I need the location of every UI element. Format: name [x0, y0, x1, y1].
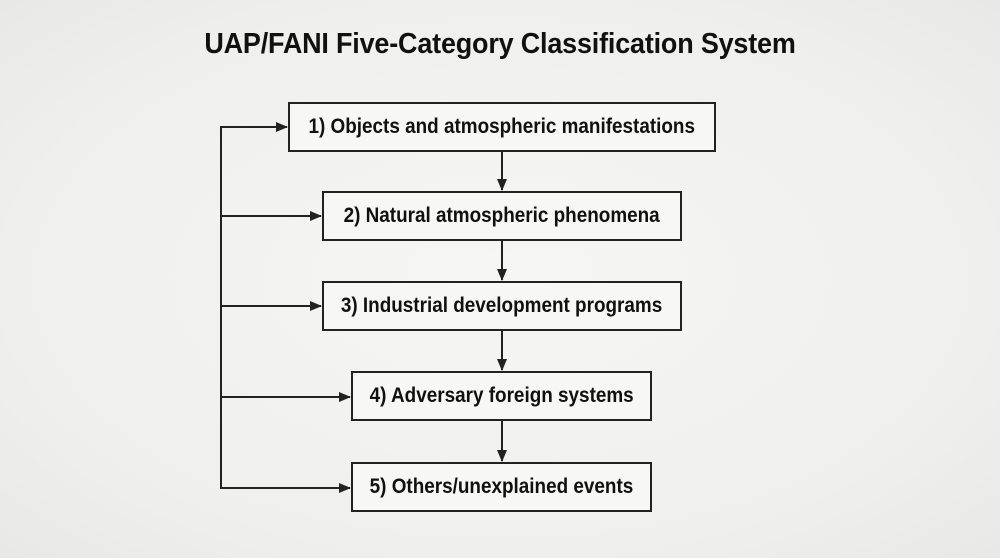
- category-label-3: 3) Industrial development programs: [341, 294, 663, 317]
- diagram-title: UAP/FANI Five-Category Classification Sy…: [204, 28, 796, 60]
- category-box-1: 1) Objects and atmospheric manifestation…: [288, 102, 716, 152]
- category-box-2: 2) Natural atmospheric phenomena: [322, 191, 682, 241]
- category-label-4: 4) Adversary foreign systems: [369, 384, 634, 407]
- category-label-5: 5) Others/unexplained events: [369, 475, 634, 498]
- category-box-3: 3) Industrial development programs: [322, 281, 682, 331]
- category-label-2: 2) Natural atmospheric phenomena: [343, 204, 661, 227]
- category-label-1: 1) Objects and atmospheric manifestation…: [308, 115, 696, 138]
- category-box-4: 4) Adversary foreign systems: [351, 371, 652, 421]
- category-box-5: 5) Others/unexplained events: [351, 462, 652, 512]
